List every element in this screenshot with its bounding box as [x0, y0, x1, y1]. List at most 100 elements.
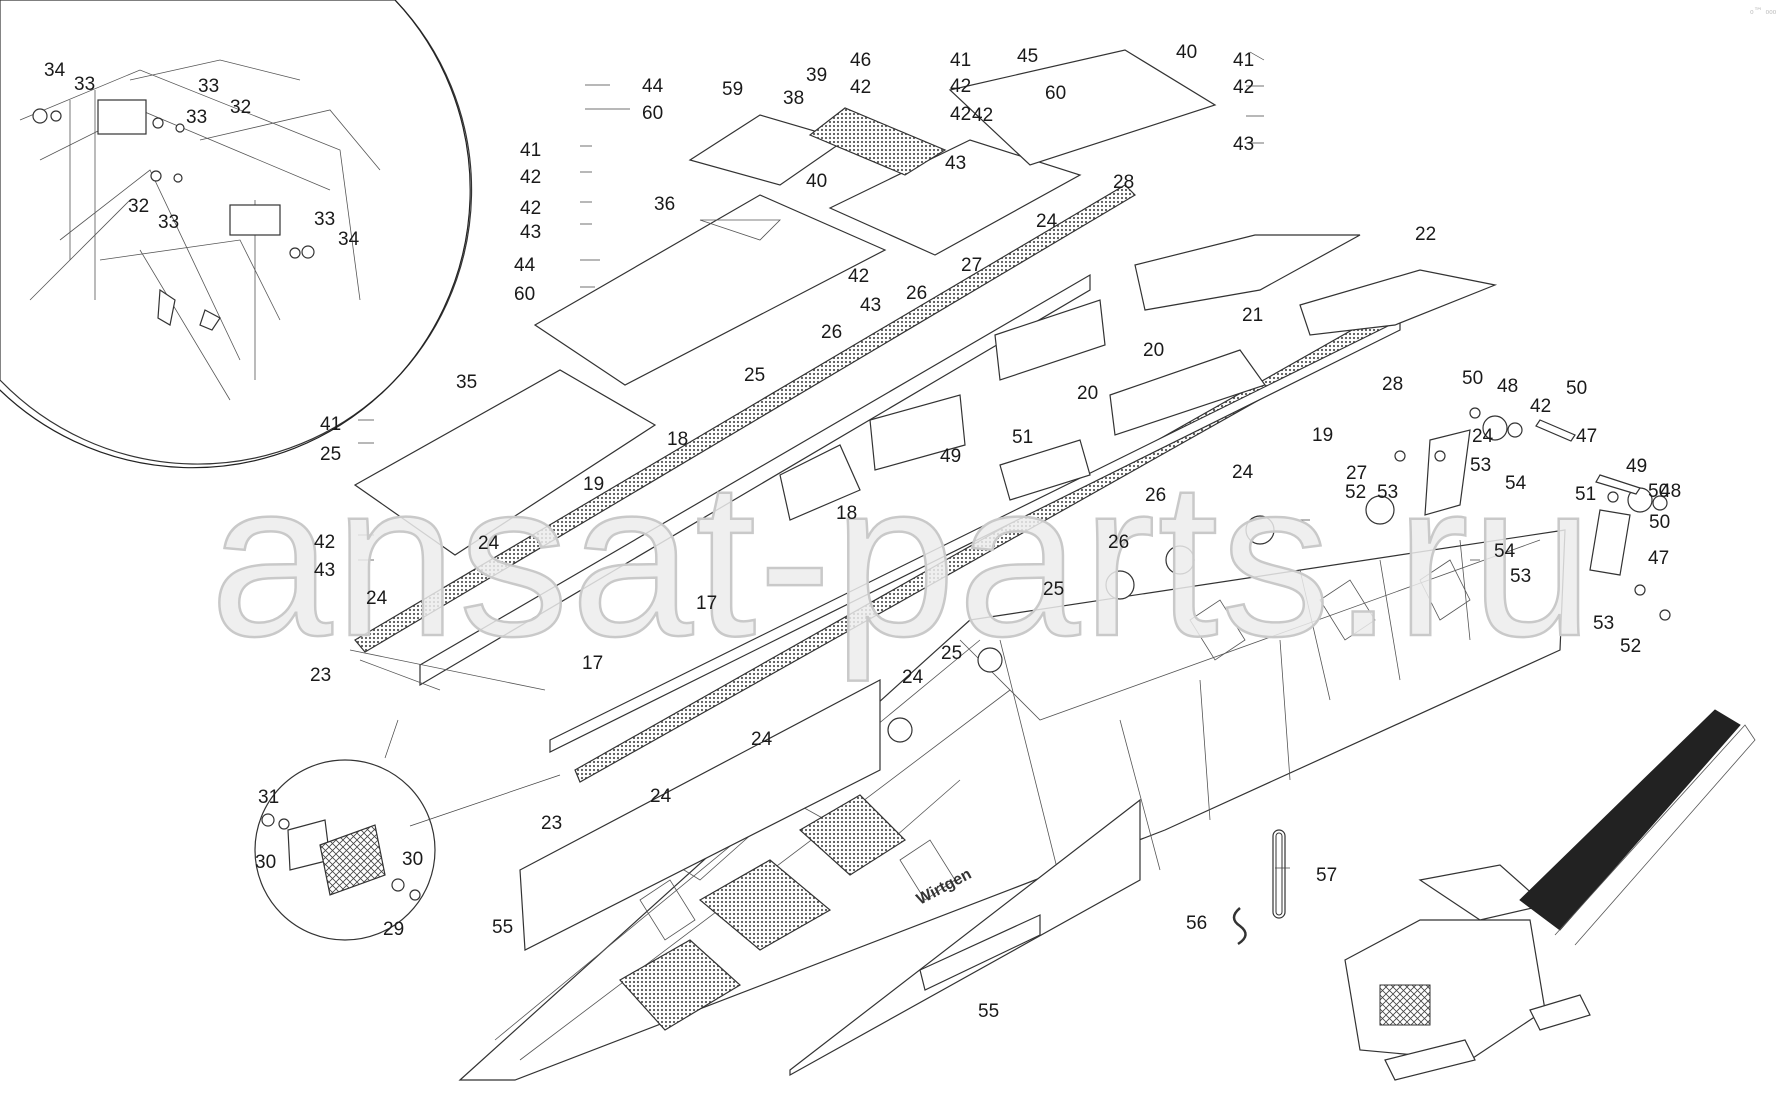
callout-label: 51	[1012, 427, 1033, 448]
callout-label: 47	[1576, 426, 1597, 447]
callout-label: 50	[1462, 368, 1483, 389]
rail-23-upper	[354, 184, 1136, 653]
callout-label: 25	[744, 365, 765, 386]
screen-38	[808, 107, 947, 176]
callout-label: 24	[902, 667, 924, 688]
callout-label: 19	[1312, 425, 1333, 446]
callout-label: 43	[520, 222, 541, 243]
callout-label: 34	[44, 60, 66, 81]
callout-label: 24	[1232, 462, 1254, 483]
callout-label: 41	[1233, 50, 1254, 71]
callout-label: 24	[1472, 426, 1494, 447]
callout-label: 42	[314, 532, 335, 553]
callout-label: 53	[1470, 455, 1491, 476]
callout-label: 42	[1530, 396, 1551, 417]
callout-label: 42	[972, 105, 993, 126]
callout-label: 60	[514, 284, 535, 305]
callout-label: 39	[806, 65, 827, 86]
callout-label: 48	[1497, 376, 1518, 397]
callout-label: 33	[314, 209, 335, 230]
side-panel-17-lower	[549, 319, 1401, 753]
conveyor-frame: Wirtgen	[458, 495, 1566, 1081]
callout-label: 25	[320, 444, 341, 465]
callout-label: 33	[186, 107, 207, 128]
callout-label: 33	[74, 74, 95, 95]
callout-label: 40	[1176, 42, 1197, 63]
callout-label: 50	[1648, 481, 1669, 502]
callout-label: 19	[583, 474, 604, 495]
callout-label: 42	[850, 77, 871, 98]
callout-label: 24	[650, 786, 672, 807]
callout-label: 34	[338, 229, 360, 250]
corner-mark: ₀™ ₀₀₀	[1750, 7, 1777, 17]
detail-view-lower-left	[254, 719, 561, 941]
callout-label: 25	[1043, 579, 1064, 600]
cover-plate-40-right	[948, 49, 1217, 166]
callout-label: 24	[366, 588, 388, 609]
callout-label: 55	[492, 917, 513, 938]
callout-label: 46	[850, 50, 871, 71]
callout-label: 53	[1510, 566, 1531, 587]
callout-label: 42	[520, 167, 541, 188]
callout-label: 27	[1346, 463, 1367, 484]
callout-label: 43	[860, 295, 881, 316]
callout-label: 22	[1415, 224, 1436, 245]
callout-label: 43	[945, 153, 966, 174]
callout-label: 24	[1036, 211, 1058, 232]
cover-plate-35	[353, 369, 657, 556]
callout-label: 44	[514, 255, 536, 276]
callout-label: 42	[950, 104, 971, 125]
callout-label: 41	[520, 140, 541, 161]
callout-label: 45	[1017, 46, 1038, 67]
callout-label: 54	[1494, 541, 1516, 562]
side-panel-17-upper	[419, 273, 1091, 687]
callout-label: 30	[402, 849, 423, 870]
callout-label: 53	[1593, 613, 1614, 634]
tensioner-assembly	[1394, 407, 1671, 621]
brackets	[779, 234, 1498, 521]
callout-label: 59	[722, 79, 743, 100]
callout-label: 57	[1316, 865, 1337, 886]
callout-label: 31	[258, 787, 279, 808]
callout-label: 23	[310, 665, 331, 686]
callout-label: 32	[128, 196, 149, 217]
callout-label: 60	[642, 103, 663, 124]
callout-label: 42	[1233, 77, 1254, 98]
callout-label: 56	[1186, 913, 1207, 934]
callout-label: 29	[383, 919, 404, 940]
callout-label: 27	[961, 255, 982, 276]
callout-label: 20	[1143, 340, 1164, 361]
callout-label: 53	[1377, 482, 1398, 503]
callout-label: 36	[654, 194, 675, 215]
callout-label: 24	[478, 533, 500, 554]
callout-label: 33	[198, 76, 219, 97]
callout-label: 43	[1233, 134, 1254, 155]
callout-label: 32	[230, 97, 251, 118]
callout-label: 28	[1113, 172, 1134, 193]
callout-label: 26	[1145, 485, 1166, 506]
side-rails	[349, 184, 1411, 783]
callout-label: 60	[1045, 83, 1066, 104]
callout-label: 24	[751, 729, 773, 750]
leader-lines	[358, 51, 1480, 869]
callout-label: 30	[255, 852, 276, 873]
callout-label: 42	[520, 198, 541, 219]
cover-plates	[353, 49, 1217, 556]
callout-label: 20	[1077, 383, 1098, 404]
callout-label: 52	[1620, 636, 1641, 657]
callout-label: 41	[950, 50, 971, 71]
callout-label: 44	[642, 76, 664, 97]
callout-label: 50	[1649, 512, 1670, 533]
callout-label: 55	[978, 1001, 999, 1022]
callout-label: 49	[1626, 456, 1647, 477]
callout-label: 26	[1108, 532, 1129, 553]
callout-label: 26	[821, 322, 842, 343]
callout-label: 23	[541, 813, 562, 834]
cover-plate-36	[533, 194, 887, 386]
callout-label: 42	[848, 266, 869, 287]
callout-label: 17	[696, 593, 717, 614]
callout-label: 25	[941, 643, 962, 664]
detail-view-upper-left	[0, 0, 473, 469]
callout-label: 18	[836, 503, 857, 524]
